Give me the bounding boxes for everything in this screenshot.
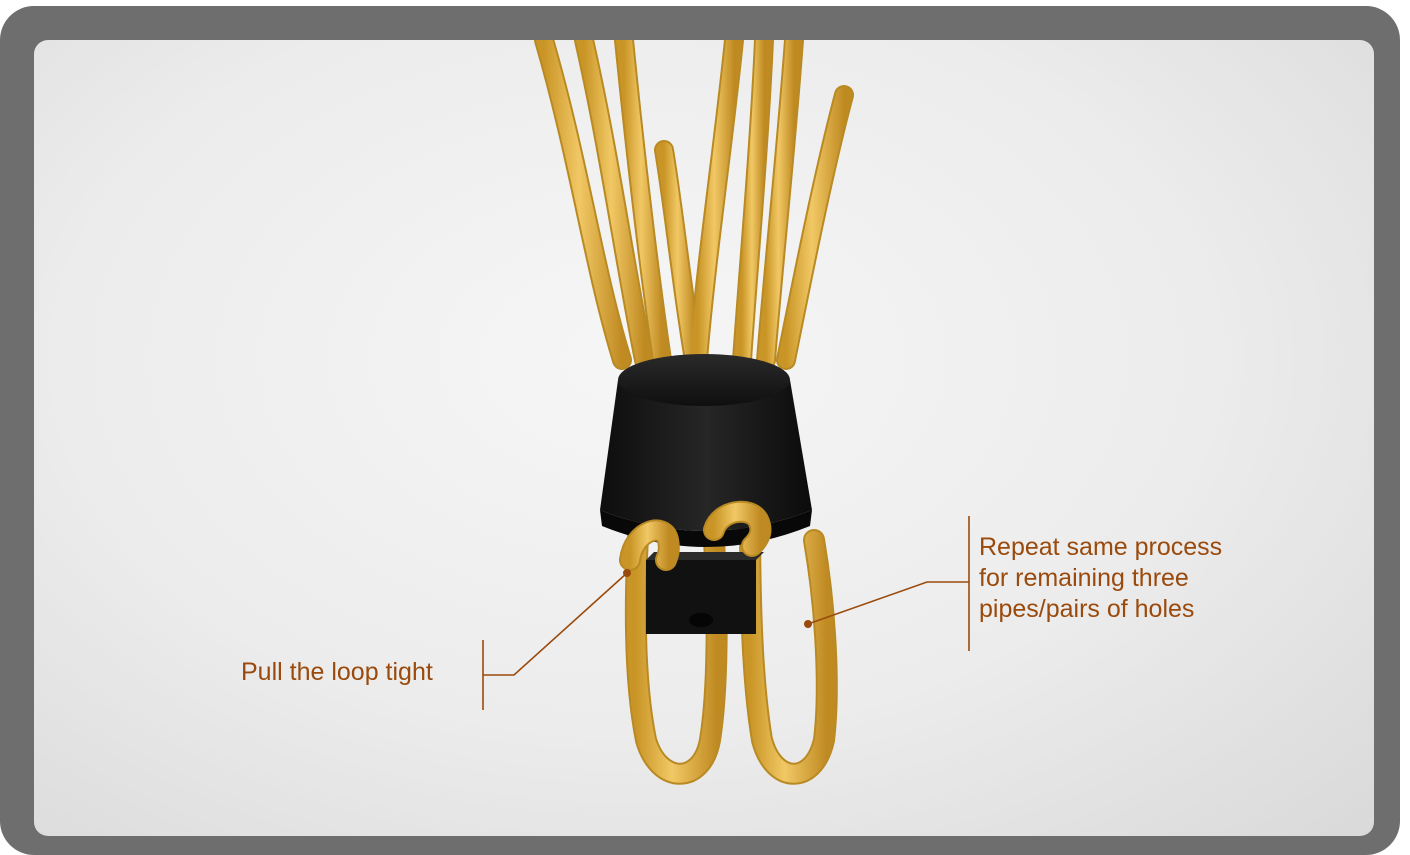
rubber-connector (600, 354, 812, 547)
annotation-repeat-line-2: for remaining three (979, 563, 1222, 594)
illustration-viewport: Pull the loop tight Repeat same process … (34, 40, 1374, 836)
annotation-pull-loop-tight: Pull the loop tight (241, 657, 433, 688)
annotation-repeat-line-3: pipes/pairs of holes (979, 594, 1222, 625)
assembly-illustration (34, 40, 1374, 836)
image-frame: Pull the loop tight Repeat same process … (0, 6, 1400, 855)
annotation-repeat-process: Repeat same process for remaining three … (979, 532, 1222, 625)
annotation-repeat-line-1: Repeat same process (979, 532, 1222, 563)
upper-pipes (544, 40, 844, 360)
left-leader-line (483, 569, 631, 710)
